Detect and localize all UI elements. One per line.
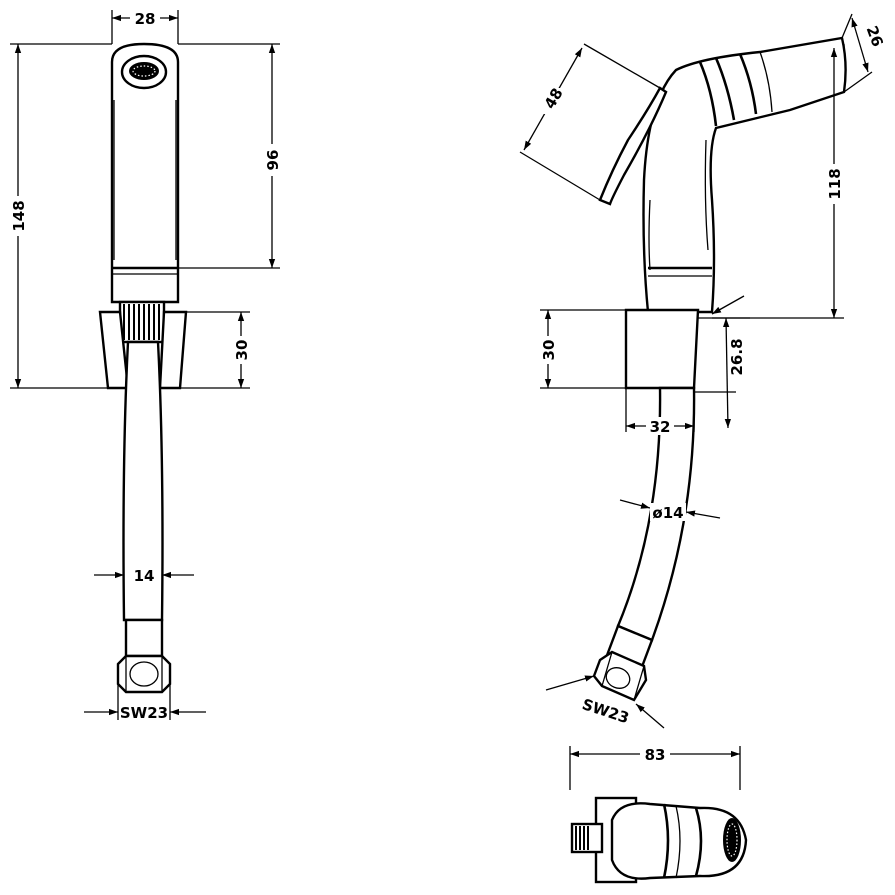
dim-holder-width: 32 (650, 418, 671, 436)
dim-hose-width-front: 14 (134, 567, 155, 585)
dim-nut-size-side: SW23 (580, 695, 631, 727)
threaded-connector-front (118, 300, 166, 344)
dim-nut-size-front: SW23 (120, 704, 168, 722)
dim-overall-length: 83 (645, 746, 666, 764)
dim-holder-height-side: 30 (540, 340, 558, 361)
handle-top (610, 802, 748, 880)
dim-nozzle-diameter: 26 (863, 23, 887, 49)
hex-nut-side (592, 650, 648, 702)
side-view: 48 26 118 30 26.8 32 ø14 (519, 13, 887, 729)
front-view: 28 148 96 30 14 SW23 (9, 9, 282, 722)
hose-fitting-front (124, 618, 164, 658)
dim-hose-diameter-side: ø14 (652, 504, 683, 522)
wall-holder-side (624, 308, 700, 390)
dim-top-width: 28 (135, 10, 156, 28)
dim-holder-height-front: 30 (233, 340, 251, 361)
top-view: 83 (569, 745, 748, 884)
trigger-lever (598, 86, 668, 206)
dim-body-height: 118 (826, 168, 844, 199)
nozzle-holes-icon (129, 62, 159, 80)
nozzle-holes-top-icon (723, 818, 741, 862)
handle-body-front (110, 42, 180, 304)
spray-head-side (642, 36, 847, 314)
dim-holder-depth: 26.8 (728, 338, 746, 375)
dim-total-height: 148 (10, 200, 28, 231)
dim-head-height: 96 (264, 150, 282, 171)
